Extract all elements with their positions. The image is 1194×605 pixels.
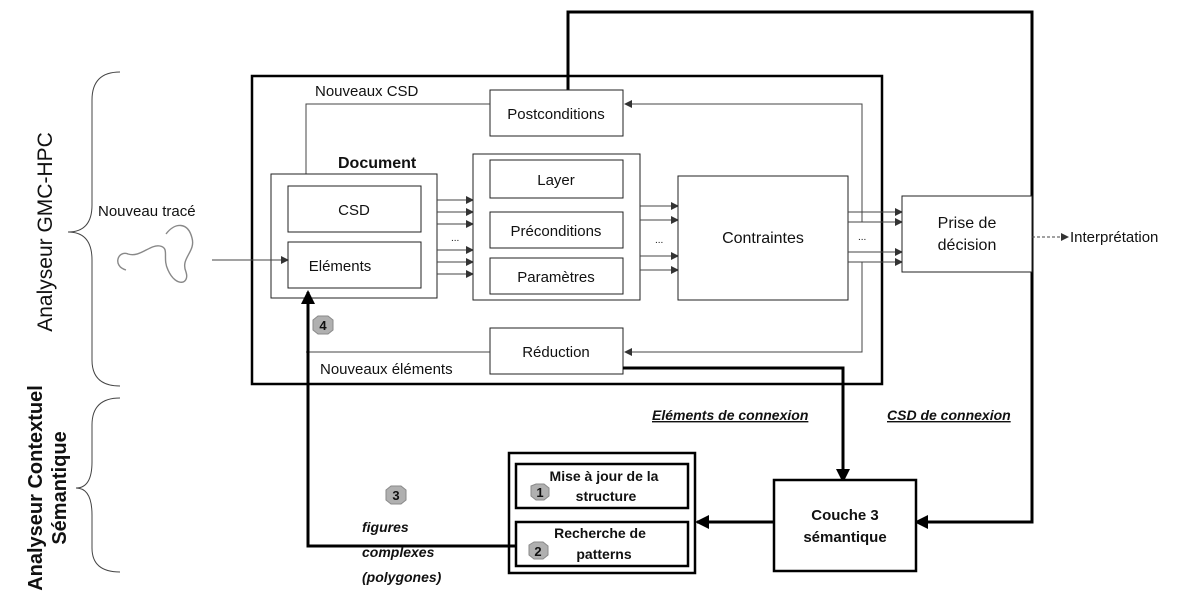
contraintes-label: Contraintes — [722, 230, 804, 247]
badge-2: 2 — [528, 541, 549, 560]
badge-4: 4 — [312, 315, 334, 335]
label-semantique-left: Sémantique — [49, 431, 71, 544]
mise-a-jour-label-1: Mise à jour de la — [550, 468, 659, 484]
label-elements-de-connexion: Eléments de connexion — [652, 407, 808, 423]
postconditions-box — [489, 89, 624, 137]
couche3-box — [772, 478, 918, 573]
couche3-label-1: Couche 3 — [811, 507, 879, 524]
badge-1: 1 — [530, 483, 550, 501]
preconditions-label: Préconditions — [511, 223, 602, 240]
label-analyseur-contextuel: Analyseur Contextuel — [25, 385, 47, 591]
layer-label: Layer — [537, 172, 575, 189]
elements-label: Eléments — [309, 258, 372, 275]
label-nouveaux-csd: Nouveaux CSD — [315, 83, 419, 100]
parametres-box — [489, 257, 624, 295]
brace-bottom — [75, 397, 121, 573]
scribble-icon — [117, 224, 194, 283]
prise-de-decision-box — [901, 195, 1033, 273]
svg-text:4: 4 — [319, 318, 327, 333]
arrows-contraintes-to-decision — [848, 208, 903, 266]
badge-3: 3 — [385, 485, 407, 505]
elements-connection-path — [623, 366, 850, 483]
csd-connection-path — [566, 10, 1034, 529]
label-csd-de-connexion: CSD de connexion — [887, 407, 1011, 423]
label-nouveaux-elements: Nouveaux éléments — [320, 361, 453, 378]
arrows-doc-to-middle — [437, 196, 474, 278]
arrows-middle-to-contraintes — [640, 202, 679, 274]
reduction-box — [489, 327, 624, 375]
prise-de-decision-label-2: décision — [938, 237, 997, 254]
parametres-label: Paramètres — [517, 269, 595, 286]
label-nouveau-trace: Nouveau tracé — [98, 203, 196, 220]
figures-label-1: figures — [362, 519, 409, 535]
ellipsis-2: ... — [655, 235, 663, 246]
label-analyseur-gmc-hpc: Analyseur GMC-HPC — [34, 132, 57, 332]
recherche-label-2: patterns — [576, 546, 631, 562]
preconditions-box — [489, 211, 624, 249]
ellipsis-1: ... — [451, 233, 459, 244]
figures-label-2: complexes — [362, 544, 435, 560]
figures-path — [301, 290, 516, 548]
layer-box — [489, 159, 624, 199]
couche3-label-2: sémantique — [803, 529, 886, 546]
ellipsis-3: ... — [858, 232, 866, 243]
document-title: Document — [338, 155, 417, 172]
recherche-label-1: Recherche de — [554, 525, 646, 541]
label-interpretation: Interprétation — [1070, 229, 1158, 246]
reduction-label: Réduction — [522, 344, 590, 361]
csd-label: CSD — [338, 202, 370, 219]
brace-top — [67, 71, 121, 387]
csd-box — [287, 185, 422, 233]
arrow-to-postconditions — [624, 100, 863, 222]
mise-a-jour-label-2: structure — [576, 488, 637, 504]
elements-box — [287, 241, 422, 289]
svg-text:1: 1 — [536, 485, 543, 500]
arrow-postconditions-to-csd — [302, 103, 490, 187]
postconditions-label: Postconditions — [507, 106, 605, 123]
svg-text:3: 3 — [392, 488, 399, 503]
svg-text:2: 2 — [534, 544, 541, 559]
arrow-to-reduction — [624, 262, 863, 356]
figures-label-3: (polygones) — [362, 569, 442, 585]
contraintes-box — [677, 175, 849, 301]
prise-de-decision-label-1: Prise de — [938, 215, 997, 232]
